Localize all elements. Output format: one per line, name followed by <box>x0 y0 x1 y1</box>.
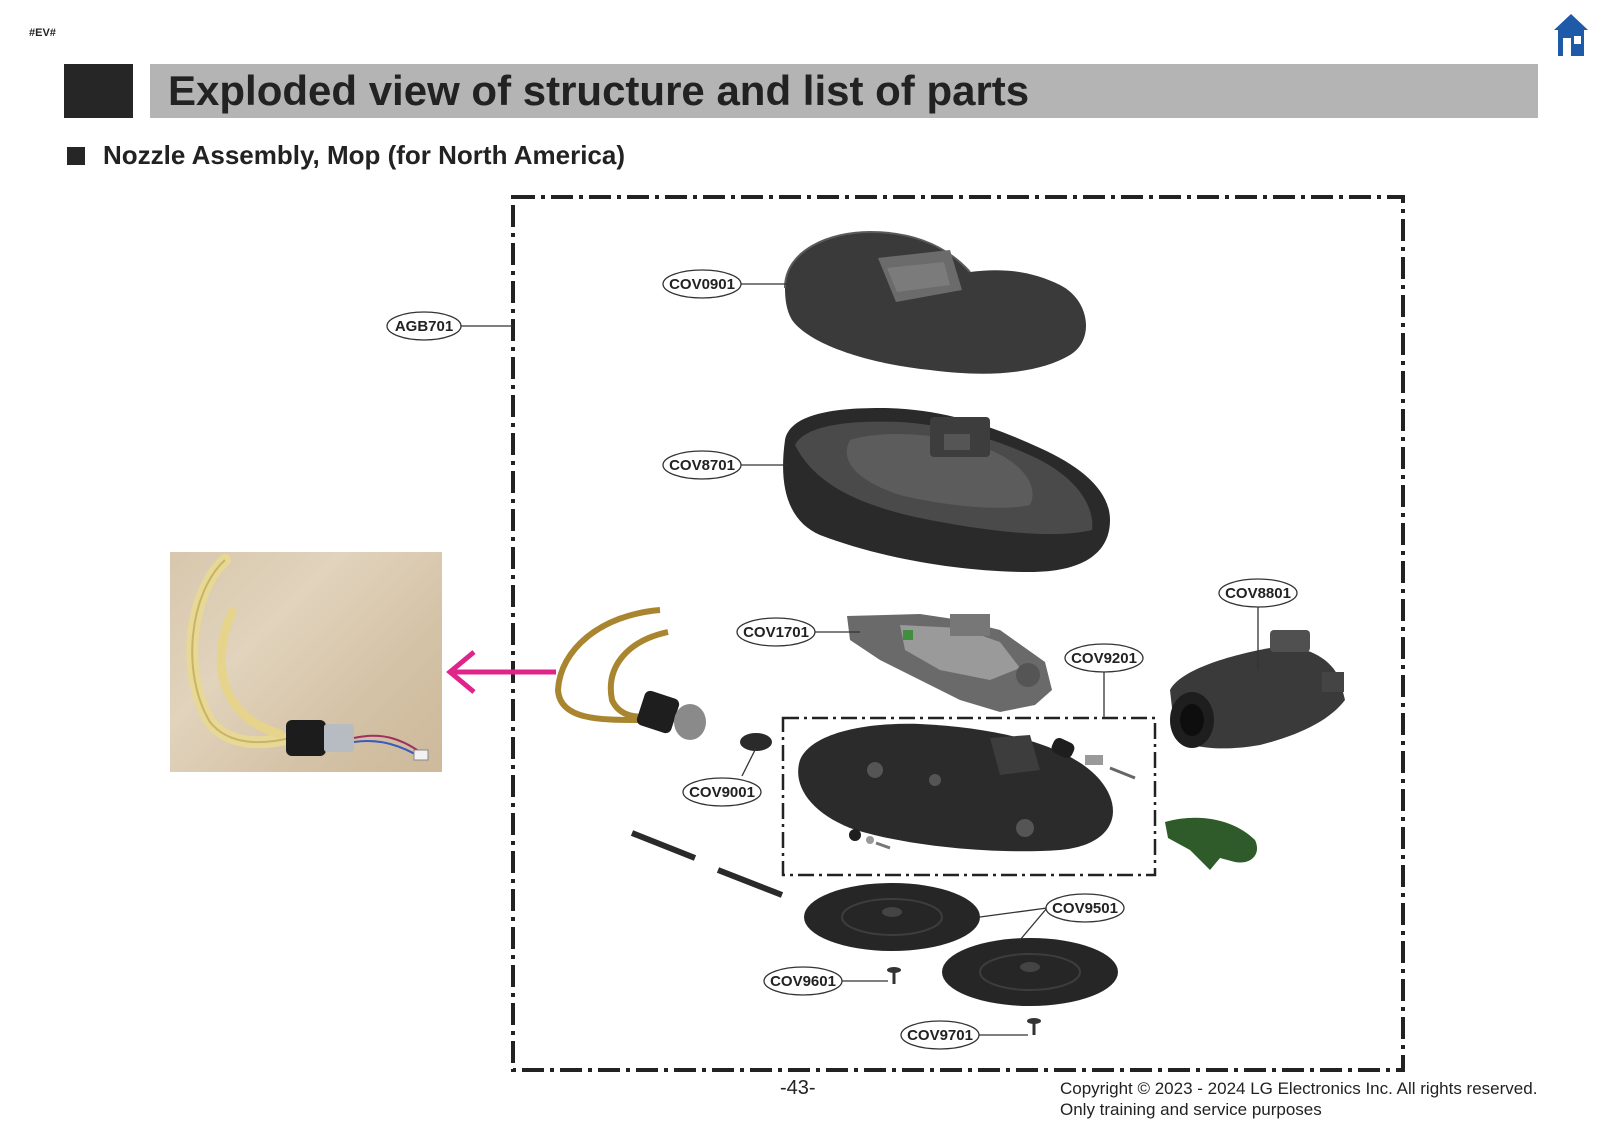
strip-part-1 <box>630 830 697 861</box>
strip-part-2 <box>716 867 784 898</box>
tube-pump-part <box>554 607 706 740</box>
callout-cov0901: COV0901 <box>662 269 742 299</box>
copyright-line-1: Copyright © 2023 - 2024 LG Electronics I… <box>1060 1079 1538 1098</box>
callout-cov1701: COV1701 <box>736 617 816 647</box>
callout-cov9001: COV9001 <box>682 777 762 807</box>
callout-cov8701-label: COV8701 <box>669 457 735 474</box>
page-number: -43- <box>780 1077 816 1099</box>
cap-part <box>740 733 772 751</box>
callout-cov0901-label: COV0901 <box>669 276 735 293</box>
base-plate-part <box>798 723 1136 852</box>
upper-housing-part <box>783 408 1110 572</box>
callout-cov8801: COV8801 <box>1218 578 1298 608</box>
screw-part-1 <box>887 967 901 984</box>
screw-part-2 <box>1027 1018 1041 1035</box>
callout-cov9201-label: COV9201 <box>1071 650 1137 667</box>
leader-lines <box>460 283 1259 1036</box>
control-board-part <box>1165 817 1258 870</box>
callout-cov9501: COV9501 <box>1045 893 1125 923</box>
callout-agb701-label: AGB701 <box>395 318 453 335</box>
callout-cov9601-label: COV9601 <box>770 973 836 990</box>
bullet-square-icon <box>67 147 85 165</box>
copyright-notice: Copyright © 2023 - 2024 LG Electronics I… <box>1060 1078 1537 1120</box>
callout-agb701: AGB701 <box>386 311 462 341</box>
tube-pump-illustration <box>186 554 429 761</box>
callout-cov9701: COV9701 <box>900 1020 980 1050</box>
callout-cov8701: COV8701 <box>662 450 742 480</box>
sub-assembly-boundary <box>781 716 1157 877</box>
top-cover-part <box>784 230 1087 374</box>
callout-cov8801-label: COV8801 <box>1225 585 1291 602</box>
callout-cov9601: COV9601 <box>763 966 843 996</box>
pcb-carrier-part <box>847 614 1052 712</box>
pump-housing-part <box>1170 630 1345 749</box>
section-heading: Nozzle Assembly, Mop (for North America) <box>67 138 625 172</box>
copyright-line-2: Only training and service purposes <box>1060 1100 1322 1119</box>
page-title: Exploded view of structure and list of p… <box>150 64 1538 118</box>
callout-cov9201: COV9201 <box>1064 643 1144 673</box>
callout-cov9701-label: COV9701 <box>907 1027 973 1044</box>
callout-cov1701-label: COV1701 <box>743 624 809 641</box>
assembly-boundary <box>511 195 1405 1072</box>
callout-cov9501-label: COV9501 <box>1052 900 1118 917</box>
document-tag: #EV# <box>29 27 56 39</box>
home-icon[interactable] <box>1552 12 1590 58</box>
reference-arrow <box>446 650 556 694</box>
title-marker <box>64 64 133 118</box>
callout-cov9001-label: COV9001 <box>689 784 755 801</box>
tube-pump-photo <box>170 552 442 772</box>
section-heading-text: Nozzle Assembly, Mop (for North America) <box>103 140 625 170</box>
